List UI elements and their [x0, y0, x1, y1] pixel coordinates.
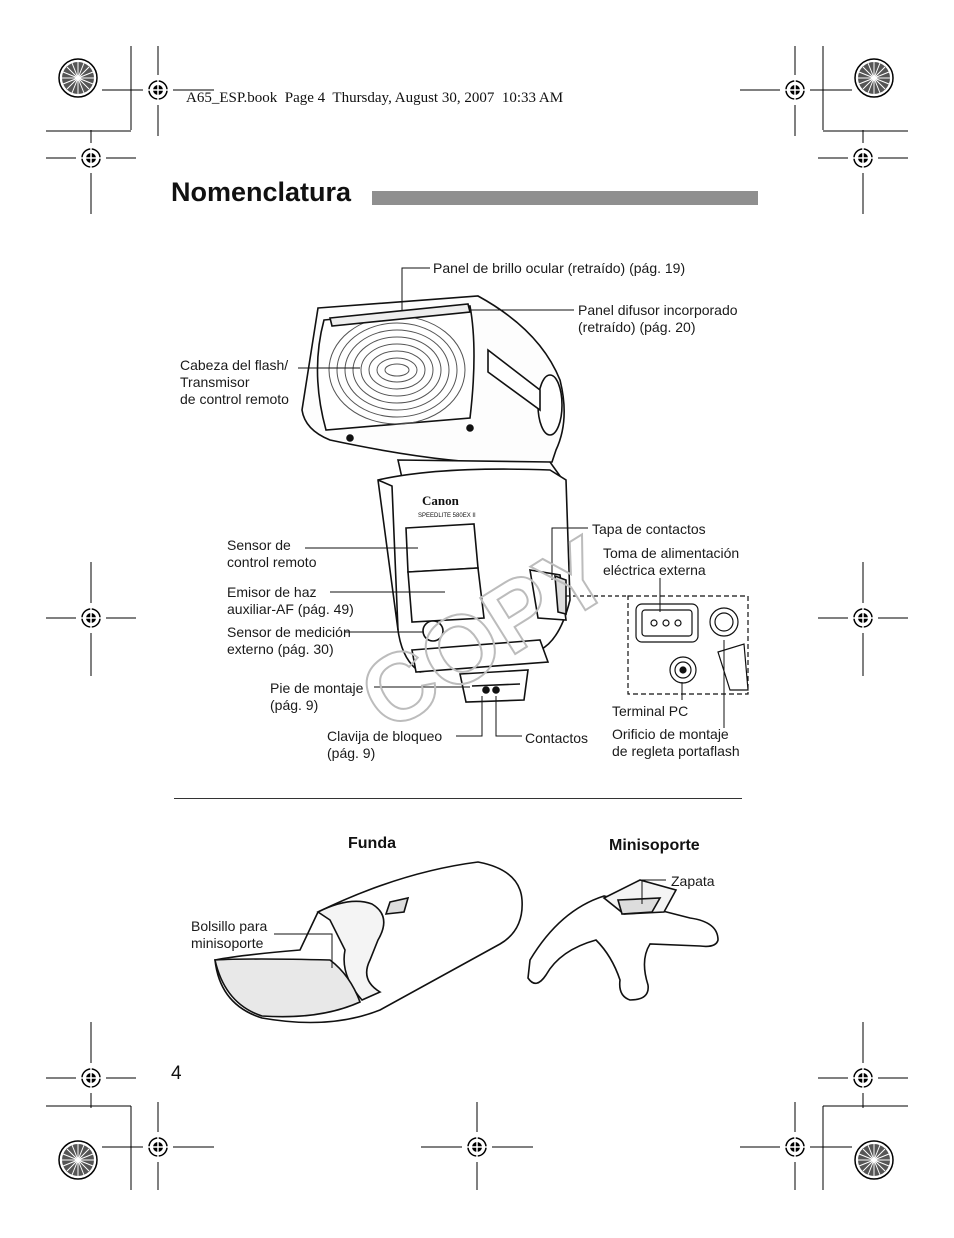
minisoporte-title: Minisoporte — [609, 837, 700, 854]
label-sensor-medicion: Sensor de medición externo (pág. 30) — [227, 624, 351, 657]
book-header-line: A65_ESP.book Page 4 Thursday, August 30,… — [186, 90, 564, 106]
label-cabeza-flash: Cabeza del flash/ Transmisor de control … — [180, 357, 289, 407]
label-clavija-bloqueo: Clavija de bloqueo (pág. 9) — [327, 728, 443, 761]
title-bar — [372, 191, 758, 205]
flash-brand: Canon — [422, 493, 460, 508]
label-toma-alimentacion: Toma de alimentación eléctrica externa — [603, 545, 740, 578]
page-title: Nomenclatura — [171, 177, 352, 207]
label-zapata: Zapata — [671, 873, 715, 889]
flash-model: SPEEDLITE 580EX II — [418, 513, 476, 519]
label-orificio-montaje: Orificio de montaje de regleta portaflas… — [612, 726, 740, 759]
label-pie-montaje: Pie de montaje (pág. 9) — [270, 680, 364, 713]
label-tapa-contactos: Tapa de contactos — [592, 521, 706, 537]
label-emisor-haz: Emisor de haz auxiliar-AF (pág. 49) — [227, 584, 354, 617]
label-panel-brillo: Panel de brillo ocular (retraído) (pág. … — [433, 260, 686, 276]
label-bolsillo-minisoporte: Bolsillo para minisoporte — [191, 918, 268, 951]
section-divider — [174, 798, 742, 799]
label-sensor-control-remoto: Sensor de control remoto — [227, 537, 317, 570]
page-number: 4 — [171, 1063, 182, 1084]
label-terminal-pc: Terminal PC — [612, 703, 689, 719]
funda-title: Funda — [348, 835, 396, 852]
label-panel-difusor: Panel difusor incorporado (retraído) (pá… — [578, 302, 738, 335]
label-contactos: Contactos — [525, 730, 589, 746]
